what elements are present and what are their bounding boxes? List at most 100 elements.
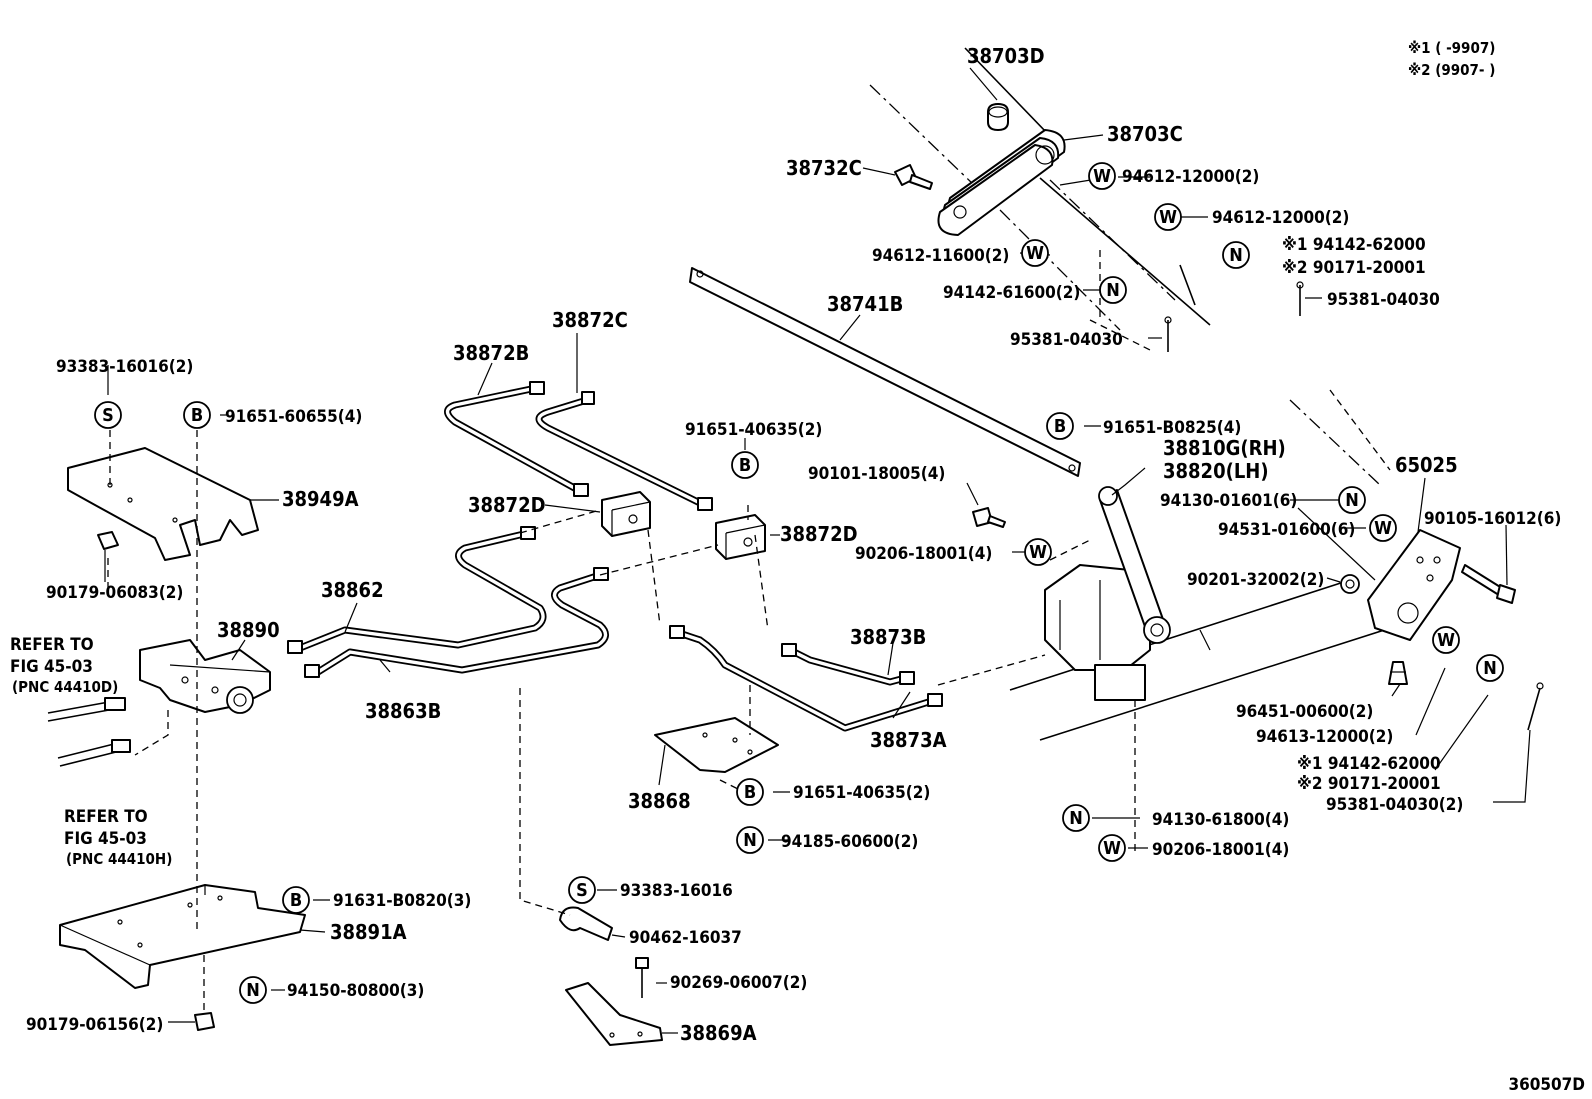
svg-text:N: N <box>743 830 757 851</box>
label-94142-62000-b: ※1 94142-62000 <box>1297 754 1441 774</box>
pipe-38862 <box>287 526 547 654</box>
reference-44410d: REFER TO FIG 45-03 (PNC 44410D) <box>10 635 118 696</box>
svg-text:W: W <box>1103 838 1121 859</box>
svg-text:REFER TO: REFER TO <box>64 807 148 827</box>
symbol-n-6: N <box>1062 804 1090 832</box>
label-94612-11600: 94612-11600(2) <box>872 246 1009 266</box>
svg-text:W: W <box>1159 207 1177 228</box>
label-90179-06083: 90179-06083(2) <box>46 583 183 603</box>
bracket-38868 <box>654 717 779 773</box>
pipe-38873b <box>781 643 915 686</box>
symbol-w-6: W <box>1432 626 1460 654</box>
symbol-n-7: N <box>239 976 267 1004</box>
label-94130-01601: 94130-01601(6) <box>1160 491 1297 511</box>
label-65025: 65025 <box>1395 453 1458 477</box>
label-94142-61600: 94142-61600(2) <box>943 283 1080 303</box>
svg-text:(PNC 44410D): (PNC 44410D) <box>12 678 118 696</box>
svg-text:N: N <box>1106 280 1120 301</box>
label-91651-b0825: 91651-B0825(4) <box>1103 418 1241 438</box>
part-labels: 38703D 38703C 38732C 94612-12000(2) 9461… <box>26 44 1561 1045</box>
symbol-b-1: B <box>183 401 211 429</box>
label-90171-20001-a: ※2 90171-20001 <box>1282 258 1426 278</box>
svg-text:W: W <box>1374 518 1392 539</box>
symbol-b-4: B <box>736 778 764 806</box>
label-38872d-a: 38872D <box>468 493 546 517</box>
pipe-38872c <box>535 391 713 511</box>
svg-text:W: W <box>1437 630 1455 651</box>
assembly-lines <box>107 250 1391 1012</box>
label-38863b: 38863B <box>365 699 441 723</box>
label-90462-16037: 90462-16037 <box>629 928 742 948</box>
label-94185-60600: 94185-60600(2) <box>781 832 918 852</box>
label-38949a: 38949A <box>282 487 359 511</box>
svg-text:S: S <box>576 880 588 901</box>
label-94612-12000-b: 94612-12000(2) <box>1212 208 1349 228</box>
svg-text:B: B <box>290 890 302 911</box>
plate-38891a <box>59 884 306 989</box>
nut-90201-32002 <box>1340 574 1360 594</box>
label-94130-61800: 94130-61800(4) <box>1152 810 1289 830</box>
bolt-90269-06007 <box>635 957 649 998</box>
pipe-ref-44410d <box>47 697 126 722</box>
note-1: ※1 ( -9907) <box>1408 39 1495 57</box>
label-95381-04030-a: 95381-04030 <box>1010 330 1123 350</box>
label-95381-04030-b: 95381-04030 <box>1327 290 1440 310</box>
label-90105-16012: 90105-16012(6) <box>1424 509 1561 529</box>
label-38872b: 38872B <box>453 341 529 365</box>
svg-text:W: W <box>1093 166 1111 187</box>
fitting-96451-00600 <box>1388 661 1408 685</box>
symbol-n-5: N <box>736 826 764 854</box>
svg-text:W: W <box>1029 542 1047 563</box>
label-38868: 38868 <box>628 789 691 813</box>
label-38732c: 38732C <box>786 156 862 180</box>
symbol-b-5: B <box>282 886 310 914</box>
label-95381-04030-c: 95381-04030(2) <box>1326 795 1463 815</box>
symbol-w-3: W <box>1021 239 1049 267</box>
bracket-38949a <box>67 447 259 561</box>
symbol-s-2: S <box>568 876 596 904</box>
bracket-38869a <box>565 982 663 1046</box>
label-96451-00600: 96451-00600(2) <box>1236 702 1373 722</box>
label-91631-b0820: 91631-B0820(3) <box>333 891 471 911</box>
symbol-b-2: B <box>731 451 759 479</box>
label-38873b: 38873B <box>850 625 926 649</box>
block-38872d-right <box>715 514 766 560</box>
symbol-n-2: N <box>1222 241 1250 269</box>
nut-90179-06083 <box>97 531 119 550</box>
symbol-w-5: W <box>1369 514 1397 542</box>
symbol-n-3: N <box>1338 486 1366 514</box>
pipe-38863b <box>304 567 609 678</box>
label-91651-40635-b: 91651-40635(2) <box>793 783 930 803</box>
height-control-valve <box>1044 486 1171 701</box>
bracket-65025 <box>1367 529 1461 641</box>
label-93383-16016-b: 93383-16016 <box>620 881 733 901</box>
label-38741b: 38741B <box>827 292 903 316</box>
label-38873a: 38873A <box>870 728 947 752</box>
bolt-90101-18005 <box>972 507 1006 528</box>
reference-44410h: REFER TO FIG 45-03 (PNC 44410H) <box>64 807 172 868</box>
label-38891a: 38891A <box>330 920 407 944</box>
label-38810g-rh: 38810G(RH) <box>1163 436 1286 460</box>
symbol-b-3: B <box>1046 412 1074 440</box>
svg-text:(PNC 44410H): (PNC 44410H) <box>66 850 172 868</box>
svg-text:FIG 45-03: FIG 45-03 <box>64 829 147 849</box>
rod-38741b <box>689 267 1081 477</box>
symbol-s-1: S <box>94 401 122 429</box>
label-91651-40635-a: 91651-40635(2) <box>685 420 822 440</box>
bolt-90105-16012 <box>1461 564 1516 604</box>
pin-95381-04030-lower <box>1527 682 1544 731</box>
svg-text:W: W <box>1026 243 1044 264</box>
label-94531-01600: 94531-01600(6) <box>1218 520 1355 540</box>
svg-text:B: B <box>1054 416 1066 437</box>
label-38703d: 38703D <box>967 44 1045 68</box>
label-90201-32002: 90201-32002(2) <box>1187 570 1324 590</box>
svg-text:FIG 45-03: FIG 45-03 <box>10 657 93 677</box>
svg-text:B: B <box>744 782 756 803</box>
svg-text:N: N <box>1229 245 1243 266</box>
label-93383-16016-a: 93383-16016(2) <box>56 357 193 377</box>
label-90206-18001-b: 90206-18001(4) <box>1152 840 1289 860</box>
junction-38890 <box>139 639 271 714</box>
label-94150-80800: 94150-80800(3) <box>287 981 424 1001</box>
label-90269-06007: 90269-06007(2) <box>670 973 807 993</box>
